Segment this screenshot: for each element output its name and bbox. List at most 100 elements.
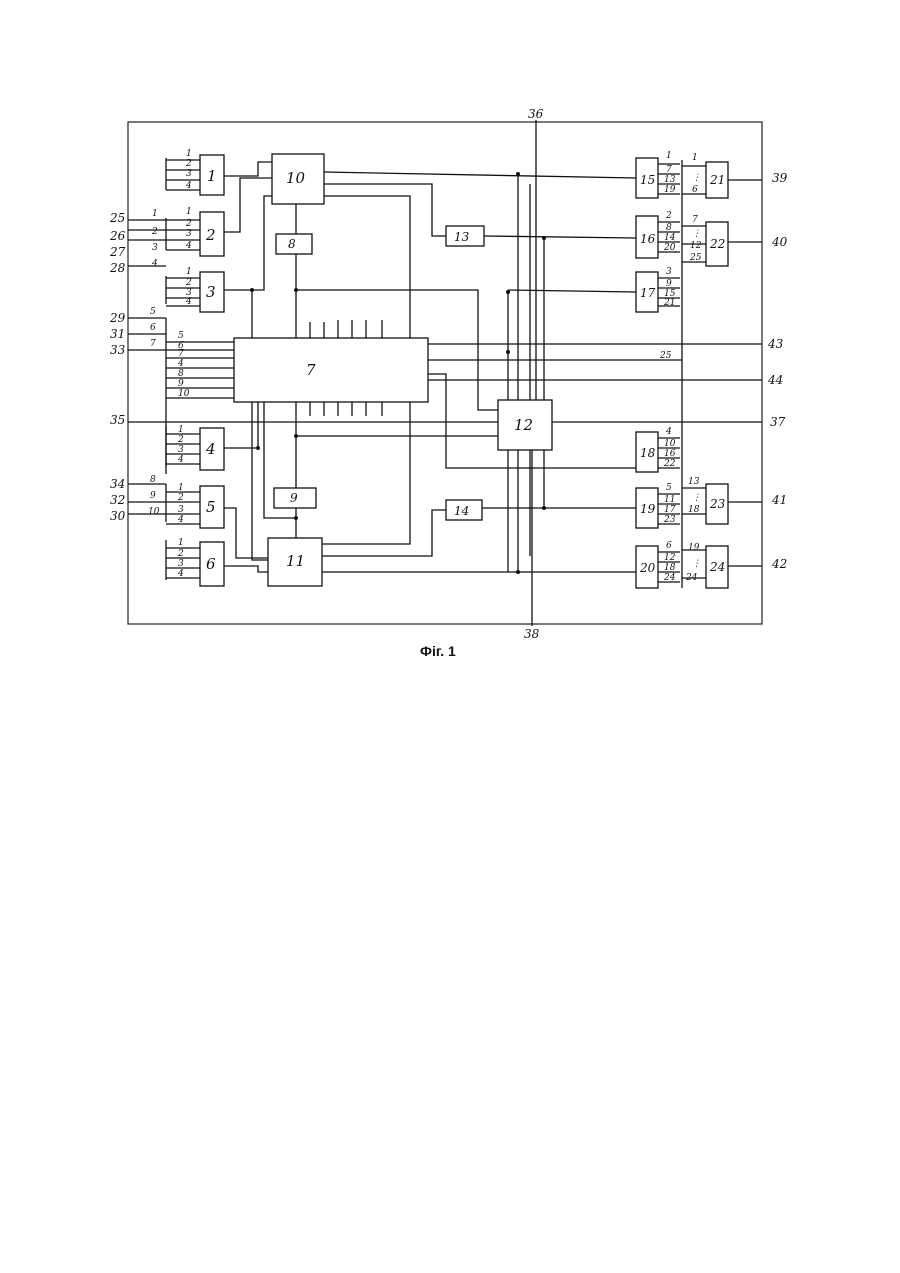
label-block-6: 6 [206,555,216,573]
pin-label: 8 [178,369,184,379]
input-31: 31 [110,327,125,341]
pin-label: 4 [177,515,184,525]
output-41: 41 [771,493,787,507]
pin-label: 2 [177,493,184,503]
label-block-18: 18 [640,446,656,460]
pin-label: 4 [177,359,184,369]
pin-label: 2 [185,278,192,288]
output-42: 42 [771,557,787,571]
bus-label: 8 [150,475,156,485]
pin-label: 3 [178,505,184,515]
pin-label: 9 [178,379,184,389]
pin-label: 21 [663,298,675,308]
pin-label: 4 [185,241,192,251]
label-block-10: 10 [286,169,306,187]
pin-label: 5 [178,331,184,341]
label-block-5: 5 [206,498,216,516]
pin-label: 18 [664,563,676,573]
pin-label: 6 [666,541,672,551]
label-block-1: 1 [207,167,217,185]
terminal-38: 38 [524,627,540,641]
line-25-label: 25 [659,351,672,361]
bus-label: 4 [151,259,158,269]
pin-label: 2 [177,435,184,445]
label-block-17: 17 [640,286,656,300]
pin-label: 9 [666,279,672,289]
label-block-9: 9 [290,491,298,505]
pin-label: ⋮ [692,493,701,503]
label-block-8: 8 [288,237,296,251]
label-block-7: 7 [306,361,316,379]
pin-label: 7 [666,165,672,175]
pin-label: 19 [688,543,700,553]
pin-label: 12 [664,553,676,563]
pin-label: 5 [666,483,672,493]
pin-label: 1 [186,149,192,159]
pin-label: 1 [186,207,192,217]
pin-label: 25 [689,253,702,263]
input-32: 32 [110,493,125,507]
input-34: 34 [110,477,125,491]
input-28: 28 [109,261,126,275]
pin-label: 11 [664,495,675,505]
pin-label: 2 [665,211,672,221]
pin-label: ⋮ [692,559,701,569]
pin-label: 4 [177,569,184,579]
pin-label: 6 [692,185,698,195]
bus-label: 6 [150,323,156,333]
label-block-24: 24 [709,560,725,574]
pin-label: 7 [692,215,698,225]
input-33: 33 [110,343,126,357]
pin-label: 4 [177,455,184,465]
pin-label: 20 [663,243,676,253]
pin-label: 3 [178,445,184,455]
input-30: 30 [110,509,126,523]
pin-label: ⋮ [692,173,701,183]
bus-label: 7 [150,339,156,349]
bus-label: 9 [150,491,156,501]
input-35: 35 [110,413,125,427]
pin-label: 2 [185,219,192,229]
pin-label: 19 [664,185,676,195]
pin-label: 3 [666,267,672,277]
bus-label: 3 [152,243,158,253]
pin-label: 10 [178,389,190,399]
pin-label: 8 [666,223,672,233]
pin-label: 2 [185,159,192,169]
output-39: 39 [772,171,788,185]
block-7 [234,338,428,402]
pin-label: 1 [178,483,184,493]
label-block-12: 12 [514,416,533,434]
pin-label: 22 [663,459,676,469]
label-block-11: 11 [286,552,305,570]
pin-label: 2 [177,549,184,559]
pin-label: 23 [663,515,676,525]
pin-label: ⋮ [692,229,701,239]
pin-label: 18 [688,505,700,515]
pin-label: 4 [185,181,192,191]
output-40: 40 [771,235,788,249]
bus-label: 5 [150,307,156,317]
input-25: 25 [109,211,125,225]
label-block-4: 4 [205,440,216,458]
pin-label: 7 [178,349,184,359]
terminal-36: 36 [528,107,544,121]
pin-label: 17 [664,505,676,515]
pin-label: 14 [664,233,676,243]
pin-label: 1 [178,538,184,548]
figure-caption: Фiг. 1 [420,643,456,659]
output-43: 43 [767,337,784,351]
bus-label: 10 [148,507,160,517]
pin-label: 3 [186,229,192,239]
label-block-3: 3 [206,283,216,301]
pin-label: 24 [663,573,676,583]
pin-label: 1 [186,267,192,277]
input-26: 26 [109,229,126,243]
input-29: 29 [109,311,126,325]
label-block-16: 16 [640,232,656,246]
label-block-14: 14 [454,504,469,518]
pin-label: 12 [690,241,702,251]
label-block-15: 15 [640,173,655,187]
label-block-22: 22 [709,237,725,251]
